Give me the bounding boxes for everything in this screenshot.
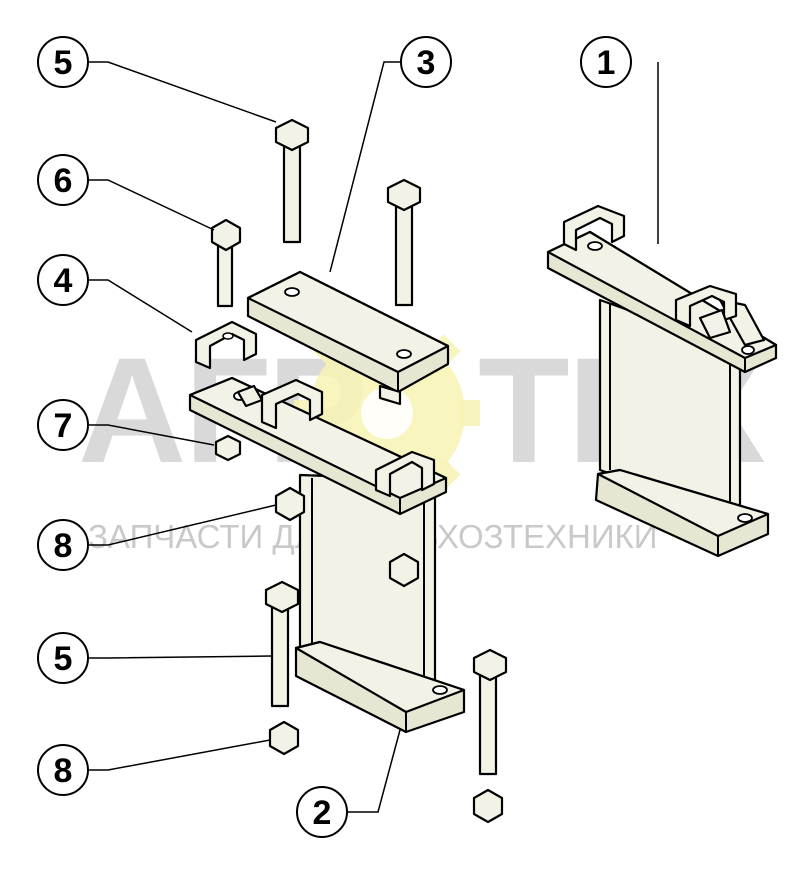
callout-5-top: 5 xyxy=(37,36,89,88)
svg-text:1: 1 xyxy=(597,44,616,82)
callout-7: 7 xyxy=(37,399,89,451)
nut-7 xyxy=(214,434,242,462)
bolts xyxy=(210,118,508,776)
part-4-saddle-clip xyxy=(194,320,258,370)
svg-text:6: 6 xyxy=(54,162,73,200)
callout-6: 6 xyxy=(37,154,89,206)
svg-text:8: 8 xyxy=(54,527,73,565)
svg-text:7: 7 xyxy=(54,407,73,445)
svg-text:2: 2 xyxy=(313,794,332,832)
svg-text:3: 3 xyxy=(417,44,436,82)
callout-4: 4 xyxy=(37,254,89,306)
svg-text:5: 5 xyxy=(54,640,73,678)
svg-text:4: 4 xyxy=(54,262,73,300)
bolt-5-top xyxy=(274,118,310,244)
svg-text:5: 5 xyxy=(54,44,73,82)
nut-8-bottom-right xyxy=(472,788,504,824)
part-1-bracket-assembly xyxy=(546,204,778,558)
bolt-5-bottom xyxy=(264,580,300,708)
bolt-bottom-right xyxy=(472,648,508,776)
nut-8-lower xyxy=(268,720,300,756)
part-3-top-plate xyxy=(246,270,450,406)
bolt-top-right xyxy=(386,178,422,307)
callout-1: 1 xyxy=(580,36,632,88)
callout-2: 2 xyxy=(296,786,348,838)
nut-8-upper xyxy=(274,486,306,522)
leader-lines xyxy=(88,61,659,813)
part-4-clamp-plate xyxy=(188,376,448,516)
svg-text:8: 8 xyxy=(54,752,73,790)
bolt-6 xyxy=(210,218,242,308)
part-2-bracket-body xyxy=(294,473,466,734)
callout-8-upper: 8 xyxy=(37,519,89,571)
nuts xyxy=(214,434,504,824)
callout-5-bottom: 5 xyxy=(37,632,89,684)
nut-8-mid xyxy=(388,552,420,588)
callout-8-lower: 8 xyxy=(37,744,89,796)
callout-3: 3 xyxy=(400,36,452,88)
